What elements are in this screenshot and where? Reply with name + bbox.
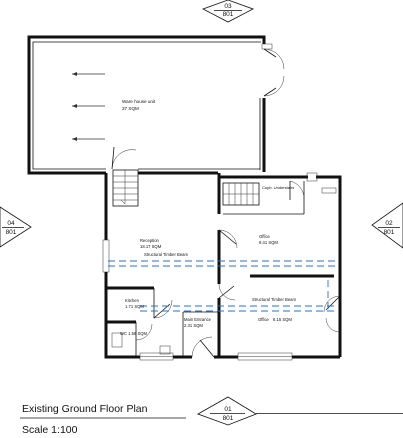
- warehouse-double-door: [261, 43, 285, 97]
- warehouse-walls: [27, 35, 266, 175]
- marker-right-sheet: 801: [384, 229, 395, 236]
- kitchen-label: Kitchen: [125, 298, 140, 303]
- warehouse-area: 37 SQM: [122, 106, 139, 111]
- kitchen-area: 1.71 SQM: [125, 304, 144, 309]
- marker-right-num: 02: [385, 220, 393, 227]
- door-swings: [135, 229, 341, 358]
- office2-label: Office: [258, 317, 270, 322]
- cupb-label: Cupb. Understairs: [262, 185, 294, 190]
- structural-beams: [108, 260, 338, 312]
- entrance-label: Main Entrance: [184, 317, 212, 322]
- marker-top-num: 03: [224, 3, 232, 10]
- section-marker-top: 03 801: [202, 0, 254, 23]
- scale-label: Scale 1:100: [22, 424, 78, 436]
- office1-area: 9.41 SQM: [259, 240, 278, 245]
- section-marker-bottom: 01 801: [197, 396, 257, 426]
- marker-bottom-num: 01: [224, 406, 232, 413]
- section-marker-right: 02 801: [371, 202, 403, 249]
- reception-label: Reception: [140, 238, 160, 243]
- warehouse-arrows: [72, 72, 105, 141]
- wc-label: WC 1.56 SQM: [120, 331, 148, 336]
- marker-left-sheet: 801: [6, 229, 17, 236]
- beam2-label: Structural Timber Beam: [252, 297, 296, 302]
- section-marker-left: 04 801: [0, 206, 32, 248]
- drawing-title: Existing Ground Floor Plan: [22, 403, 148, 415]
- marker-top-sheet: 801: [223, 11, 234, 18]
- office1-label: Office: [259, 234, 271, 239]
- beam1-label: Structural Timber Beam: [144, 252, 188, 257]
- windows: [111, 187, 337, 361]
- marker-left-num: 04: [7, 220, 15, 227]
- entrance-area: 2.31 SQM: [184, 323, 203, 328]
- office-stair: [222, 180, 305, 206]
- office2-area: 8.15 SQM: [273, 317, 292, 322]
- warehouse-stair: [111, 146, 139, 207]
- lower-building-walls: [102, 172, 342, 359]
- marker-bottom-sheet: 801: [223, 415, 234, 422]
- warehouse-label: Ware house unit: [122, 99, 156, 104]
- reception-area: 18.17 SQM: [140, 244, 162, 249]
